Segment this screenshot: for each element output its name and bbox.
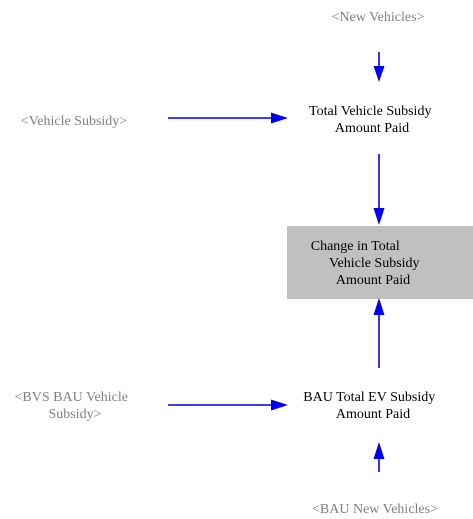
node-label-line: <BAU New Vehicles> (312, 502, 438, 517)
node-label-line: <BVS BAU Vehicle (15, 390, 128, 405)
node-bvs-bau-vehicle-subsidy[interactable]: <BVS BAU Vehicle Subsidy> (15, 390, 132, 422)
link-new-vehicles-to-total-subsidy[interactable] (373, 52, 385, 82)
node-total-vehicle-subsidy-amount-paid[interactable]: Total Vehicle Subsidy Amount Paid (309, 104, 435, 136)
node-label-line: <New Vehicles> (332, 10, 425, 25)
node-label-line: Amount Paid (336, 273, 410, 288)
node-label-line: Change in Total (311, 239, 400, 254)
link-bau-total-to-change[interactable] (373, 298, 385, 368)
node-label-line: Amount Paid (335, 121, 409, 136)
node-label-line: Subsidy> (48, 407, 101, 422)
link-bau-new-vehicles-to-bau-total[interactable] (373, 442, 385, 472)
node-vehicle-subsidy[interactable]: <Vehicle Subsidy> (21, 114, 127, 129)
node-label-line: Vehicle Subsidy (329, 256, 420, 271)
link-total-subsidy-to-change[interactable] (373, 154, 385, 225)
node-bau-new-vehicles[interactable]: <BAU New Vehicles> (312, 502, 438, 517)
link-bvs-bau-subsidy-to-bau-total[interactable] (168, 399, 288, 411)
node-label-line: Amount Paid (336, 407, 410, 422)
node-change-in-total-vehicle-subsidy-amount-paid[interactable]: Change in Total Vehicle Subsidy Amount P… (311, 239, 423, 288)
node-new-vehicles[interactable]: <New Vehicles> (332, 10, 425, 25)
link-vehicle-subsidy-to-total-subsidy[interactable] (168, 112, 288, 124)
change-in-total-vehicle-subsidy-box[interactable] (287, 226, 473, 299)
node-label-line: Total Vehicle Subsidy (309, 104, 431, 119)
node-label-line: BAU Total EV Subsidy (303, 390, 435, 405)
node-bau-total-ev-subsidy-amount-paid[interactable]: BAU Total EV Subsidy Amount Paid (303, 390, 438, 422)
node-label-line: <Vehicle Subsidy> (21, 114, 127, 129)
